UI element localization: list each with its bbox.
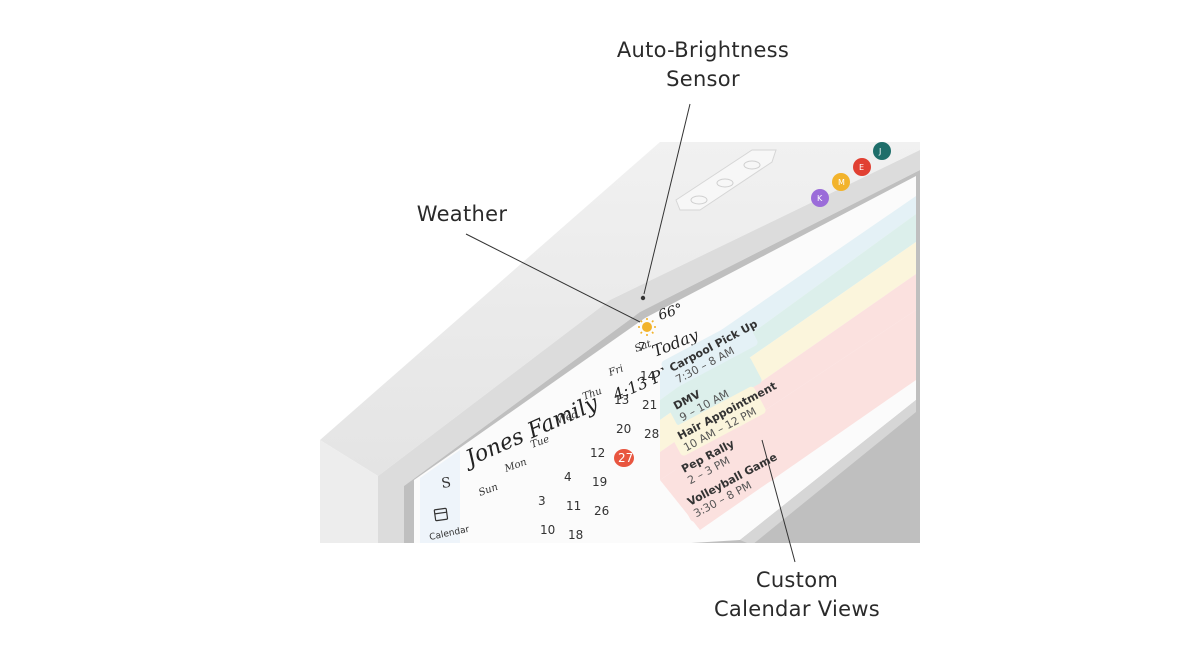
leader-line-custom [761,439,796,563]
day-cell[interactable]: 18 [568,528,583,542]
day-cell[interactable]: 12 [590,446,605,460]
callout-custom-line1: Custom [755,568,839,592]
frame-inner-bevel [378,150,920,543]
profile-letter: J [878,147,881,156]
profile-bubbles: K M E J [811,142,891,207]
event-card-bg [673,419,770,489]
day-cell[interactable]: 13 [614,393,629,407]
month-grid: 7131434122021121011192728891718261516242… [488,340,659,643]
button-1[interactable] [690,195,708,205]
day-cell[interactable]: 26 [594,504,609,518]
event-card-bg [665,356,762,426]
calendar-icon[interactable] [433,507,449,522]
frame-side-face [320,440,378,543]
day-cell[interactable]: 10 [540,523,555,537]
callout-brightness-line1: Auto-Brightness [616,38,790,62]
day-cell[interactable]: 1 [488,571,496,585]
event-card-bg [669,386,766,456]
day-cell[interactable]: 8 [490,600,498,614]
day-cell[interactable]: 2 [514,547,522,561]
event-card-bg [679,452,776,522]
top-buttons [675,149,777,211]
today-highlight [614,449,634,467]
day-cell[interactable]: 21 [642,398,657,412]
day-cell[interactable]: 15 [492,629,507,643]
callout-custom-line2: Calendar Views [713,597,881,621]
callout-brightness-line2: Sensor [666,67,740,91]
day-cell[interactable]: 11 [566,499,581,513]
profile-j[interactable] [873,142,891,160]
day-cell[interactable]: 3 [538,494,546,508]
callout-auto-brightness-sensor: Auto-Brightness Sensor [588,36,818,94]
day-cell[interactable]: 17 [542,552,557,566]
temperature: 66° [656,301,685,324]
day-cell[interactable]: 27 [618,451,633,465]
day-cell[interactable]: 9 [516,576,524,590]
sidebar-letter: S [440,475,452,492]
button-2[interactable] [716,178,734,188]
profile-k[interactable] [811,189,829,207]
calendar-view-band [660,214,916,420]
event-card-bg [661,318,758,388]
leader-line-weather [465,233,641,323]
profile-e[interactable] [853,158,871,176]
day-cell[interactable]: 14 [640,369,655,383]
profile-m[interactable] [832,173,850,191]
callout-weather: Weather [416,202,508,226]
day-cell[interactable]: 20 [616,422,631,436]
screen-lower-edge [740,400,916,543]
day-cell[interactable]: 28 [644,427,659,441]
day-cell[interactable]: 24 [544,581,559,595]
day-cell[interactable]: 7 [638,340,646,354]
day-cell[interactable]: 19 [592,475,607,489]
profile-letter: K [817,194,823,203]
callout-custom-calendar-views: Custom Calendar Views [692,566,902,624]
button-3[interactable] [743,160,761,170]
frame-top-face [320,142,920,476]
weather-widget: 66° [638,301,685,336]
day-cell[interactable]: 4 [564,470,572,484]
leader-line-brightness [643,103,691,295]
brightness-sensor [640,295,646,301]
weekday-fri: Fri [606,363,625,379]
day-cell[interactable]: 16 [518,605,533,619]
profile-letter: M [838,178,845,187]
profile-letter: E [859,163,864,172]
sun-icon [638,318,656,336]
day-cell[interactable]: 25 [570,557,585,571]
